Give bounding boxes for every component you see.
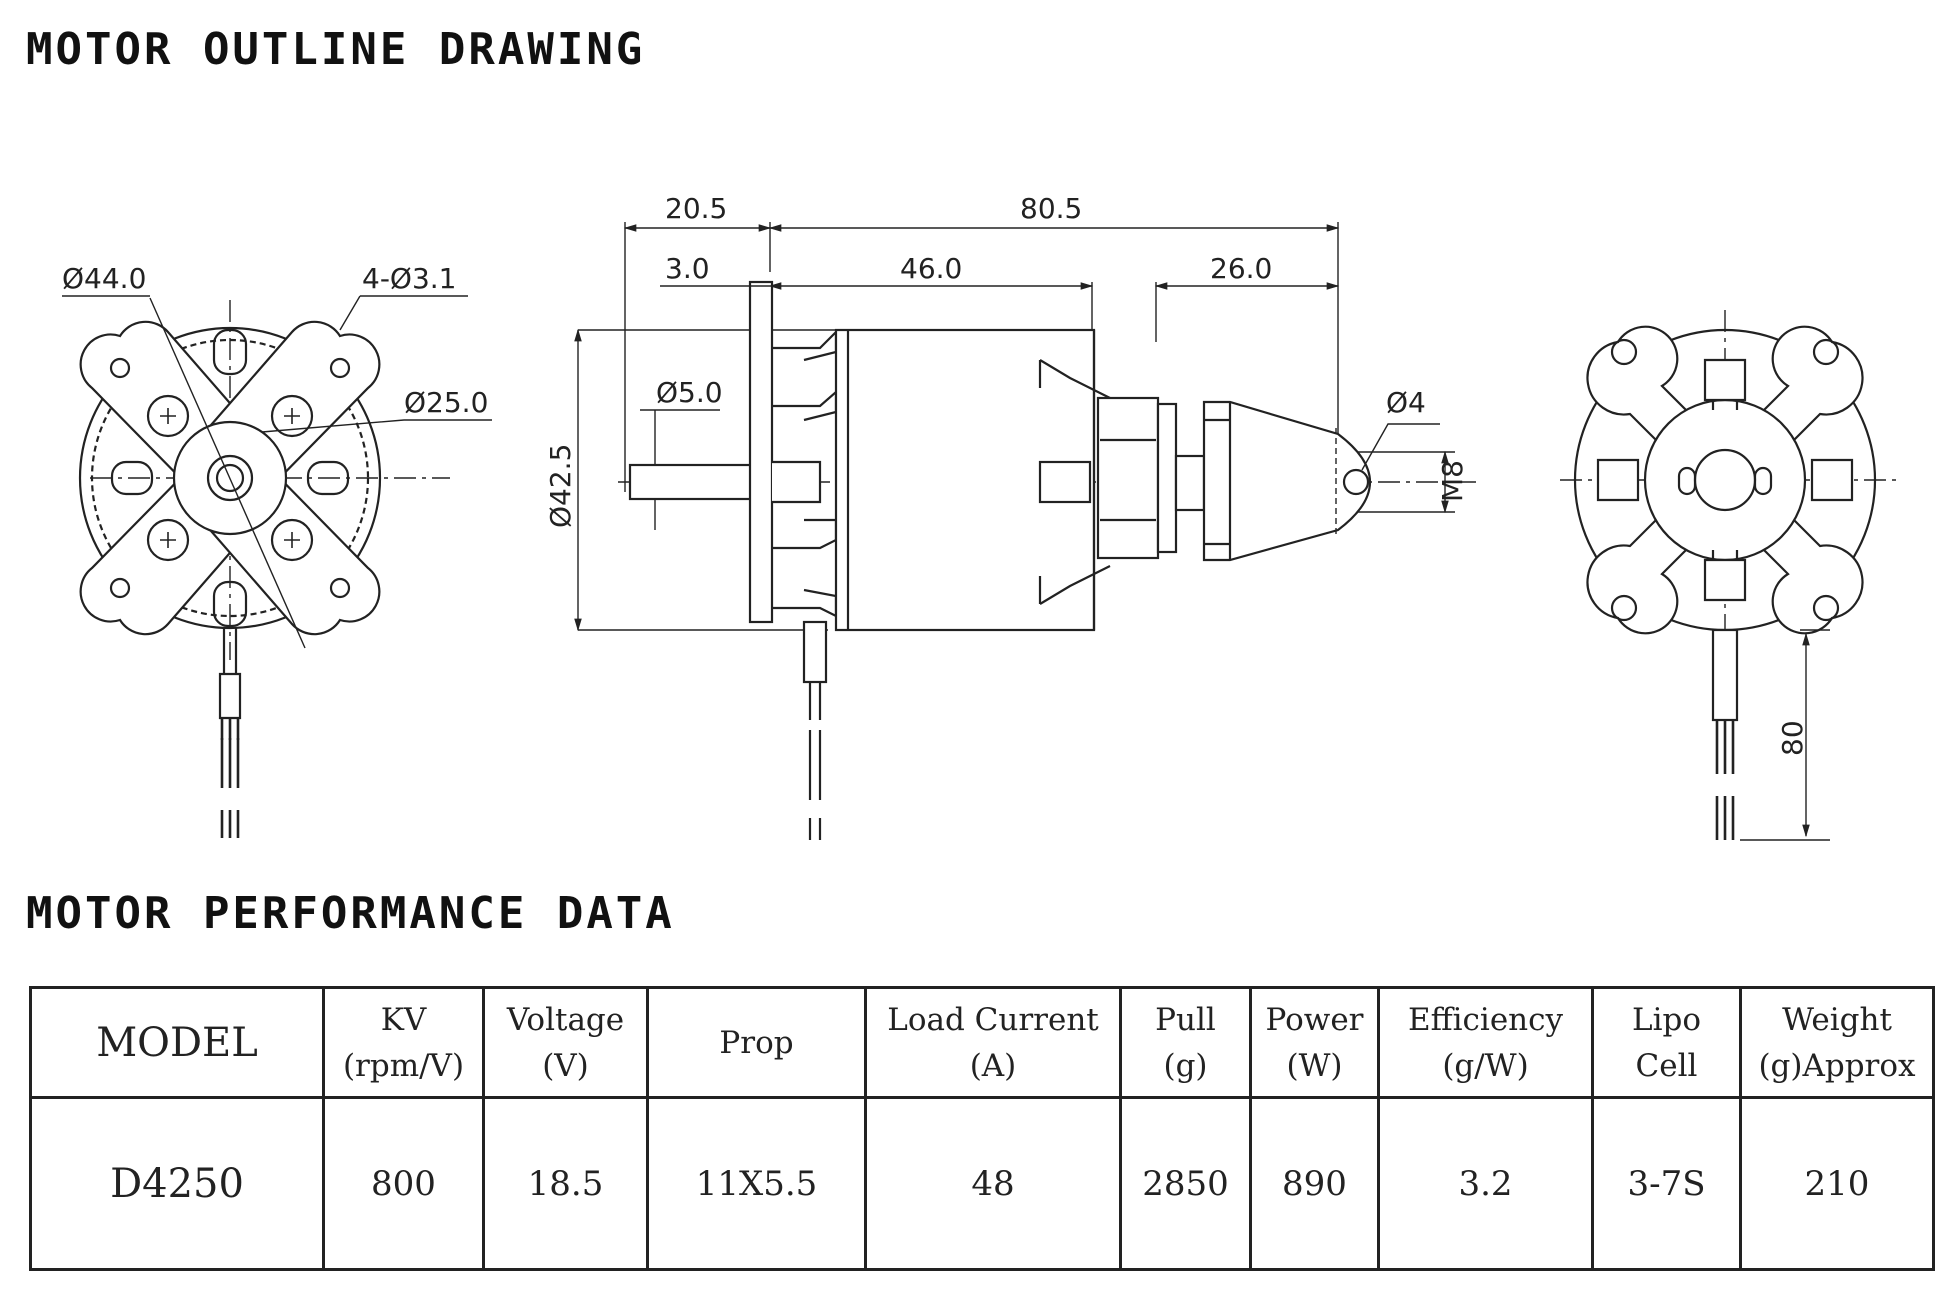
cell-pull: 2850 [1119, 1096, 1252, 1271]
cell-model: D4250 [29, 1096, 325, 1271]
header-weight: Weight(g)Approx [1739, 986, 1935, 1099]
cell-power: 890 [1249, 1096, 1380, 1271]
header-kv: KV(rpm/V) [322, 986, 485, 1099]
dim-lead-length: 80 [1776, 720, 1809, 756]
dim-mount-to-front: 20.5 [665, 192, 727, 225]
dim-shaft-diameter: Ø5.0 [656, 376, 723, 409]
dim-thread: M8 [1436, 460, 1469, 502]
dim-body-length: 46.0 [900, 252, 962, 285]
front-view [62, 295, 492, 838]
cell-voltage: 18.5 [482, 1096, 649, 1271]
dim-mount-diameter: Ø44.0 [62, 262, 146, 295]
dim-prop-adapter-length: 26.0 [1210, 252, 1272, 285]
header-pull: Pull(g) [1119, 986, 1252, 1099]
header-voltage: Voltage(V) [482, 986, 649, 1099]
dim-holes: 4-Ø3.1 [362, 262, 457, 295]
outline-title: MOTOR OUTLINE DRAWING [26, 24, 646, 75]
header-load-current: Load Current(A) [864, 986, 1122, 1099]
cell-lipo-cell: 3-7S [1591, 1096, 1742, 1271]
performance-title: MOTOR PERFORMANCE DATA [26, 888, 675, 939]
header-efficiency: Efficiency(g/W) [1377, 986, 1594, 1099]
cell-prop: 11X5.5 [646, 1096, 867, 1271]
rear-view [1560, 310, 1900, 841]
cell-kv: 800 [322, 1096, 485, 1271]
table-row: D4250 800 18.5 11X5.5 48 2850 890 3.2 3-… [29, 1096, 1935, 1271]
cell-efficiency: 3.2 [1377, 1096, 1594, 1271]
performance-table: MODEL KV(rpm/V) Voltage(V) Prop Load Cur… [29, 986, 1935, 1271]
motor-outline-drawing: Ø44.0 4-Ø3.1 Ø25.0 20.5 80.5 3.0 46.0 26… [62, 192, 1900, 841]
header-power: Power(W) [1249, 986, 1380, 1099]
table-header-row: MODEL KV(rpm/V) Voltage(V) Prop Load Cur… [29, 986, 1935, 1099]
dim-total-length: 80.5 [1020, 192, 1082, 225]
dim-hole-circle: Ø25.0 [404, 386, 488, 419]
header-model: MODEL [29, 986, 325, 1099]
dim-body-diameter: Ø42.5 [544, 444, 577, 528]
cell-load-current: 48 [864, 1096, 1122, 1271]
side-view [574, 222, 1480, 840]
cell-weight: 210 [1739, 1096, 1935, 1271]
dim-flange-thickness: 3.0 [665, 252, 710, 285]
dim-adapter-hole: Ø4 [1386, 386, 1426, 419]
header-prop: Prop [646, 986, 867, 1099]
